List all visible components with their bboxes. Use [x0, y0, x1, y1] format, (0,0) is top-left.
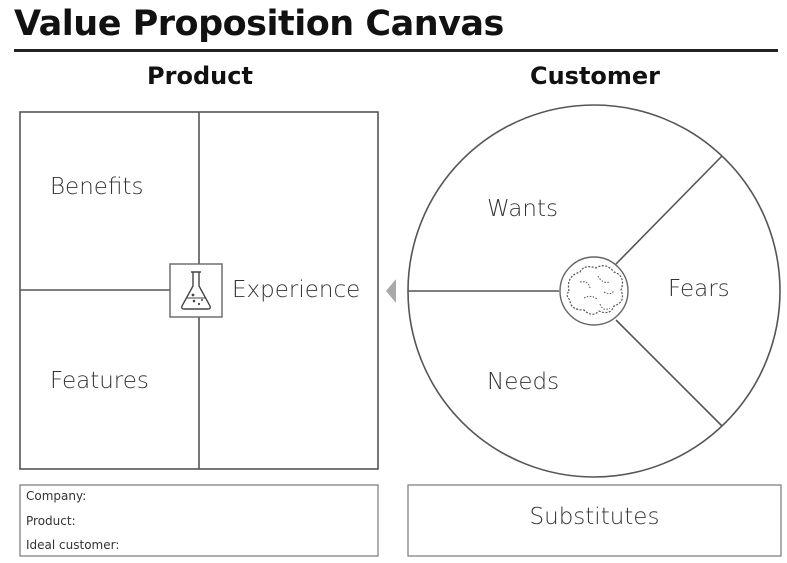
substitutes-label: Substitutes: [529, 504, 660, 530]
segment-divider-lower: [615, 319, 723, 427]
product-heading: Product: [147, 62, 253, 90]
needs-label: Needs: [487, 369, 560, 395]
ideal-customer-field-label: Ideal customer:: [26, 538, 120, 552]
company-field-label: Company:: [26, 489, 87, 503]
customer-heading: Customer: [529, 62, 661, 90]
flask-icon: [169, 263, 223, 318]
info-box: [19, 484, 379, 557]
experience-label: Experience: [232, 277, 361, 303]
brain-icon: [559, 256, 629, 326]
page-title: Value Proposition Canvas: [14, 4, 504, 44]
title-divider: [14, 49, 778, 52]
triangle-left-icon: [386, 279, 396, 303]
benefits-label: Benefits: [50, 174, 144, 200]
product-field-label: Product:: [26, 514, 76, 528]
fears-label: Fears: [668, 276, 730, 302]
wants-label: Wants: [487, 196, 558, 222]
segment-divider-upper: [615, 155, 723, 265]
features-label: Features: [50, 368, 149, 394]
substitutes-box: [407, 484, 782, 557]
